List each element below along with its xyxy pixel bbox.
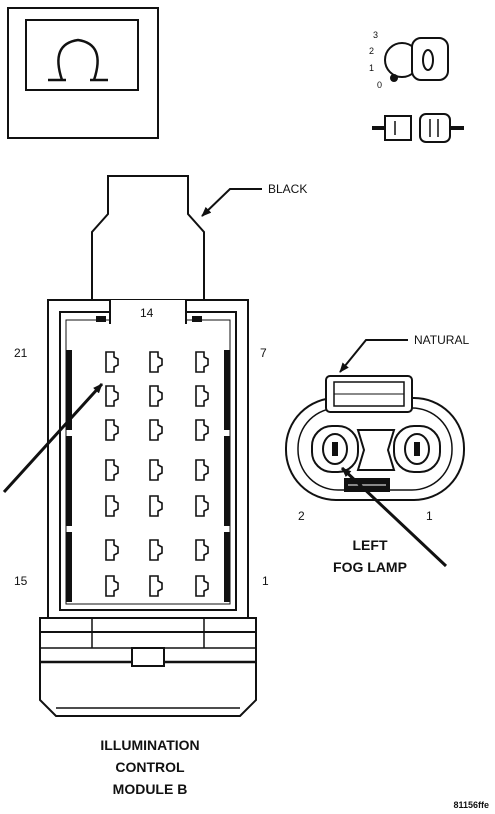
terminal-cavity — [195, 351, 209, 373]
terminal-cavity — [149, 495, 163, 517]
color-label-black: BLACK — [268, 182, 307, 196]
terminal-cavity — [149, 351, 163, 373]
terminal-cavity — [149, 575, 163, 597]
ignition-key-icon: 3 2 1 0 — [369, 30, 449, 90]
pin-15-label: 15 — [14, 574, 28, 588]
ignition-position-1: 1 — [369, 63, 374, 73]
terminal-cavity — [149, 385, 163, 407]
fog-lamp-title-line2: FOG LAMP — [333, 559, 407, 575]
pin-1-label: 1 — [262, 574, 269, 588]
fog-pin-2-label: 2 — [298, 509, 305, 523]
module-connector — [39, 175, 257, 717]
terminal-cavity — [105, 385, 119, 407]
terminal-cavity — [149, 459, 163, 481]
module-title-line2: CONTROL — [115, 759, 185, 775]
figure-id: 81156ffe — [453, 800, 489, 810]
terminal-cavity — [195, 459, 209, 481]
pin-14-label: 14 — [140, 306, 154, 320]
connector-mating-icon — [372, 113, 464, 143]
terminal-cavity — [105, 419, 119, 441]
terminal-pointer-arrow — [2, 382, 104, 494]
terminal-cavity — [195, 495, 209, 517]
ignition-position-2: 2 — [369, 46, 374, 56]
fog-lamp-title-line1: LEFT — [353, 537, 388, 553]
terminal-cavity — [195, 419, 209, 441]
fog-lamp-pointer-arrow — [340, 466, 448, 568]
fog-lamp-connector — [285, 375, 465, 501]
omega-icon — [7, 7, 159, 139]
module-title-line3: MODULE B — [113, 781, 188, 797]
fog-pin-1-label: 1 — [426, 509, 433, 523]
pin-7-label: 7 — [260, 346, 267, 360]
terminal-cavity — [105, 575, 119, 597]
terminal-cavity — [149, 539, 163, 561]
ignition-position-0: 0 — [377, 80, 382, 90]
terminal-cavity — [195, 575, 209, 597]
ignition-position-3: 3 — [373, 30, 378, 40]
terminal-cavity — [105, 495, 119, 517]
terminal-cavity — [105, 539, 119, 561]
terminal-cavity — [149, 419, 163, 441]
terminal-cavity — [195, 539, 209, 561]
pin-21-label: 21 — [14, 346, 28, 360]
terminal-cavity — [105, 351, 119, 373]
terminal-cavity — [195, 385, 209, 407]
color-label-natural: NATURAL — [414, 333, 469, 347]
terminal-cavities — [105, 351, 209, 597]
module-title-line1: ILLUMINATION — [100, 737, 199, 753]
terminal-cavity — [105, 459, 119, 481]
